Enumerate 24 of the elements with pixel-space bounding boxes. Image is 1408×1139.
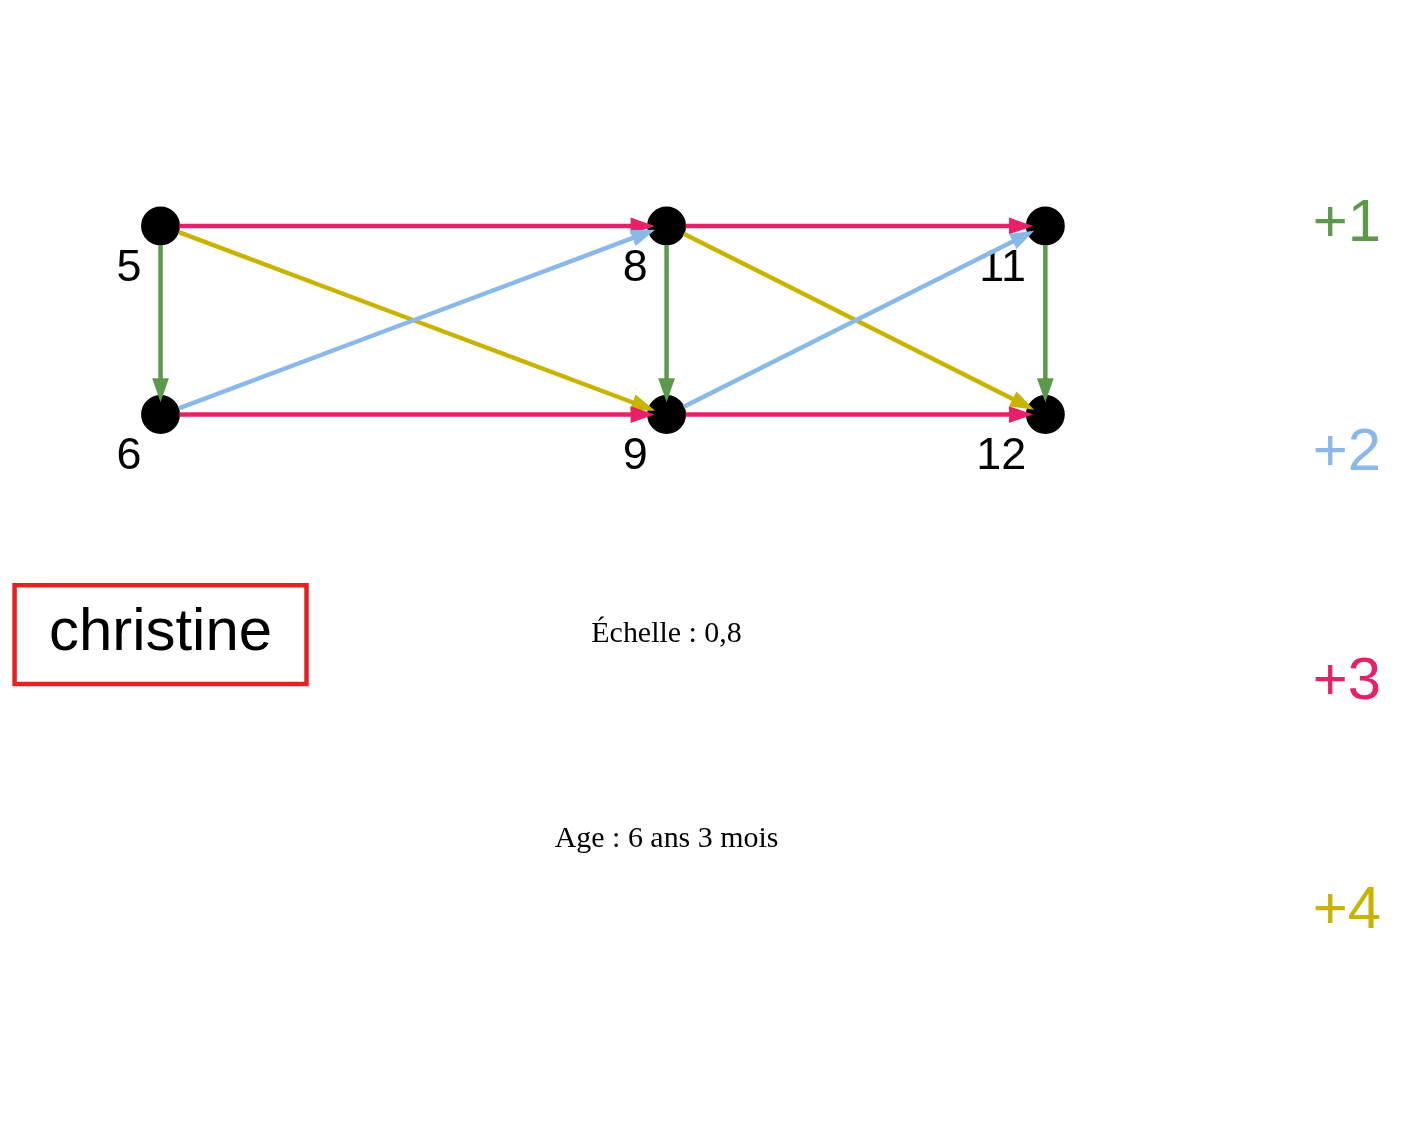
label: Age : 6 ans 3 mois (554, 820, 779, 854)
legend-label: +4 (1312, 874, 1382, 942)
arrow (152, 245, 169, 403)
node-circle (141, 395, 180, 434)
legend-label: +1 (1312, 186, 1382, 254)
node-label: 6 (116, 428, 142, 480)
node-label: 5 (116, 239, 142, 291)
legend-label: +3 (1312, 645, 1382, 712)
node-circle (1025, 206, 1065, 246)
arrow (1036, 245, 1054, 403)
arrow (685, 217, 1034, 235)
node-box: christine (12, 582, 309, 687)
node-circle (647, 395, 687, 434)
node-label: 8 (622, 239, 648, 291)
node-circle (647, 206, 687, 246)
legend-label: +2 (1312, 415, 1382, 483)
arrow (685, 406, 1034, 423)
node-label: 9 (622, 428, 648, 480)
label: Échelle : 0,8 (591, 615, 742, 649)
arrow (179, 406, 655, 423)
arrow (658, 245, 675, 403)
node-circle (1025, 395, 1065, 434)
node-label: 12 (976, 428, 1027, 480)
node-circle (141, 206, 180, 246)
